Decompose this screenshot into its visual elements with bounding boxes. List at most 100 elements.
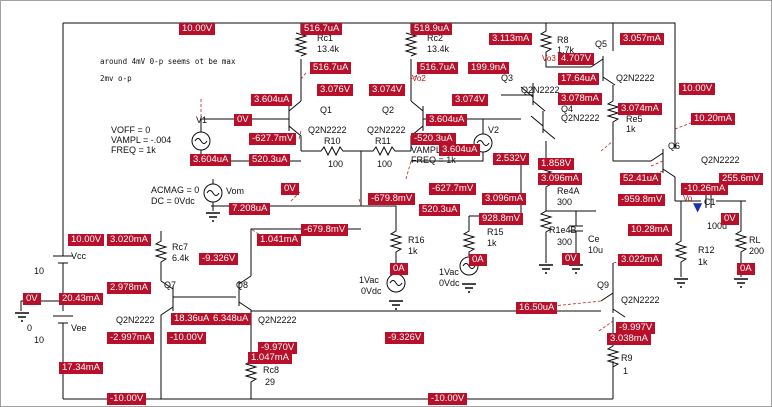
resistor-label: R12 xyxy=(698,245,715,255)
current-badge: 1.041mA xyxy=(257,234,302,246)
transistor-label: Q4 xyxy=(561,104,574,114)
resistor-value: 29 xyxy=(265,377,276,387)
current-badge: 516.7uA xyxy=(310,62,352,74)
transistor-part: Q2N2222 xyxy=(621,295,660,305)
transistor-part: Q2N2222 xyxy=(116,315,155,325)
voltage-badge: 0V xyxy=(281,183,299,195)
transistor-part: Q2N2222 xyxy=(561,113,600,123)
resistor-value: 1k xyxy=(408,246,418,256)
annotation-note: around 4mV 0-p seems ot be max xyxy=(100,57,236,66)
current-badge: 17.64uA xyxy=(558,73,600,85)
transistor-label: Q7 xyxy=(164,280,177,290)
net-label: Vo xyxy=(683,194,693,203)
voltage-badge: 0V xyxy=(562,253,580,265)
transistor-part: Q2N2222 xyxy=(258,315,297,325)
voltage-badge: -959.8mV xyxy=(618,194,666,206)
current-badge: 3.604uA xyxy=(426,114,468,126)
current-badge: 3.604uA xyxy=(439,144,481,156)
current-badge: 10.28mA xyxy=(628,224,673,236)
current-badge: 0A xyxy=(469,254,487,266)
resistor-label: R15 xyxy=(487,227,504,237)
current-badge: 520.3uA xyxy=(419,204,461,216)
current-badge: 20.43mA xyxy=(59,293,104,305)
ground-icon xyxy=(15,212,748,322)
source-parameter: FREQ = 1k xyxy=(111,145,156,155)
resistor-value: 1k xyxy=(626,124,636,134)
voltage-badge: -679.8mV xyxy=(368,193,416,205)
voltage-probe-icon[interactable]: ▼ xyxy=(693,200,703,214)
transistor-part: Q2N2222 xyxy=(521,85,560,95)
current-badge: -520.3uA xyxy=(411,133,456,145)
current-badge: 3.096mA xyxy=(482,193,527,205)
transistor-label: Q1 xyxy=(320,105,333,115)
current-badge: 18.36uA xyxy=(171,313,213,325)
voltage-badge: 3.076V xyxy=(317,84,354,96)
voltage-badge: 4.707V xyxy=(558,53,595,65)
voltage-badge: -9.997V xyxy=(616,322,656,334)
voltage-badge: 3.074V xyxy=(369,84,406,96)
voltage-badge: 0V xyxy=(721,213,739,225)
voltage-badge: 3.074V xyxy=(452,94,489,106)
source-parameter: DC = 0Vdc xyxy=(151,196,195,206)
annotation-note: 2mv o-p xyxy=(100,74,132,83)
voltage-badge: -9.326V xyxy=(385,332,425,344)
resistor-label: Rc7 xyxy=(172,242,189,252)
current-badge: 3.113mA xyxy=(489,33,533,45)
current-badge: 0A xyxy=(737,263,755,275)
transistor-label: Q6 xyxy=(668,141,681,151)
source-label: 1Vac xyxy=(439,267,459,277)
supply-value: 10 xyxy=(34,335,45,345)
source-label: Vom xyxy=(226,186,245,196)
source-label: 1Vac xyxy=(359,275,379,285)
resistor-label: Rc8 xyxy=(263,365,280,375)
capacitor-value: 10u xyxy=(588,245,604,255)
voltage-badge: 1.858V xyxy=(538,158,575,170)
resistor-label: Rc1 xyxy=(317,33,334,43)
current-badge: 518.9uA xyxy=(411,23,453,35)
transistor-part: Q2N2222 xyxy=(367,125,406,135)
source-parameter: ACMAG = 0 xyxy=(151,185,200,195)
transistor-part: Q2N2222 xyxy=(616,73,655,83)
transistor-label: Q8 xyxy=(236,280,249,290)
resistor-value: 6.4k xyxy=(172,253,190,263)
resistor-label: Re5 xyxy=(626,114,643,124)
current-badge: 520.3uA xyxy=(249,154,291,166)
current-badge: 10.20mA xyxy=(691,113,736,125)
voltage-badge: 10.00V xyxy=(679,83,716,95)
net-label: Vo2 xyxy=(412,74,426,83)
current-badge: 16.50uA xyxy=(516,302,558,314)
source-parameter: VOFF = 0 xyxy=(111,125,151,135)
resistor-value: 13.4k xyxy=(317,44,340,54)
current-badge: -10.26mA xyxy=(681,183,729,195)
current-badge: 3.096mA xyxy=(538,173,583,185)
resistor-label: R9 xyxy=(621,353,633,363)
voltage-badge: 10.00V xyxy=(68,234,105,246)
resistor-label: R10 xyxy=(324,136,341,146)
current-badge: 6.348uA xyxy=(210,313,252,325)
voltage-badge: 2.532V xyxy=(493,153,530,165)
resistor-value: 200 xyxy=(749,246,765,256)
source-parameter: VAMPL = -.004 xyxy=(111,135,172,145)
voltage-badge: 928.8mV xyxy=(479,213,524,225)
voltage-badge: -627.7mV xyxy=(249,133,297,145)
source-parameter: 0Vdc xyxy=(361,286,382,296)
voltage-badge: -10.00V xyxy=(167,332,207,344)
capacitor-label: Ce xyxy=(588,234,600,244)
voltage-badge: 0V xyxy=(23,293,41,305)
current-badge: 0A xyxy=(390,263,408,275)
transistor-label: Q9 xyxy=(597,280,610,290)
voltage-badge: -10.00V xyxy=(428,393,468,405)
resistor-label: RL xyxy=(749,235,761,245)
source-parameter: 0Vdc xyxy=(439,278,460,288)
current-badge: 2.978mA xyxy=(107,282,152,294)
supply-label: Vcc xyxy=(71,251,87,261)
resistor-value: 1 xyxy=(623,366,629,376)
resistor-label: R16 xyxy=(408,235,425,245)
current-badge: 3.038mA xyxy=(607,333,652,345)
voltage-badge: -627.7mV xyxy=(429,183,477,195)
voltage-badge: -679.8mV xyxy=(301,224,349,236)
resistor-value: 100 xyxy=(328,159,344,169)
voltage-badge: 0V xyxy=(234,114,252,126)
resistor-label: Rc2 xyxy=(427,33,444,43)
